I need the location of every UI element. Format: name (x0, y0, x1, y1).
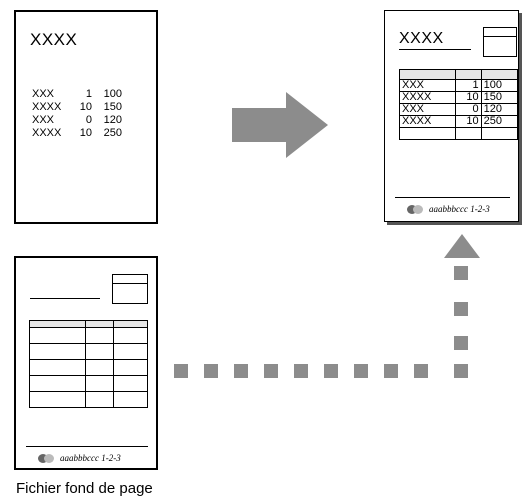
source-cell: 100 (103, 88, 122, 100)
source-page-rows: XXX 1 100 XXXX 10 150 XXX 0 120 XXXX 10 … (32, 88, 122, 140)
source-cell: XXXX (32, 101, 62, 113)
result-table: XXX 1 100 XXXX 10 150 XXX 0 120 XXXX 10 … (399, 69, 519, 140)
table-cell: 100 (480, 79, 519, 92)
footer-divider (26, 446, 148, 447)
template-table (29, 320, 148, 408)
source-row: XXXX 10 250 (32, 127, 122, 140)
source-cell: 250 (103, 127, 122, 139)
result-page-frame: XXXX XXX 1 100 XXXX 10 150 XXX 0 120 XXX… (384, 10, 519, 222)
table-cell: 0 (454, 103, 482, 116)
template-page: aaabbbccc 1-2-3 (14, 256, 158, 470)
template-footer: aaabbbccc 1-2-3 (38, 453, 121, 463)
result-footer: aaabbbccc 1-2-3 (407, 204, 490, 214)
table-row: XXXX 10 250 (399, 115, 519, 128)
source-row: XXXX 10 150 (32, 101, 122, 114)
source-cell: XXX (32, 114, 55, 126)
table-cell: 150 (480, 91, 519, 104)
logo-icon (38, 453, 54, 463)
result-page: XXXX XXX 1 100 XXXX 10 150 XXX 0 120 XXX… (384, 10, 525, 224)
source-page: XXXX XXX 1 100 XXXX 10 150 XXX 0 120 XXX… (14, 10, 158, 224)
source-cell: 1 (85, 88, 92, 100)
table-row: XXX 0 120 (399, 103, 519, 116)
up-arrow-icon (444, 234, 480, 258)
title-placeholder-line (30, 298, 100, 299)
source-page-title: XXXX (30, 30, 78, 49)
footer-text: aaabbbccc 1-2-3 (60, 453, 121, 463)
dotted-connector (174, 266, 468, 378)
right-arrow-icon (232, 92, 328, 158)
source-cell: 10 (79, 127, 92, 139)
table-cell: XXXX (399, 91, 456, 104)
table-cell: 10 (454, 91, 482, 104)
table-cell: 250 (480, 115, 519, 128)
table-cell: XXXX (399, 115, 456, 128)
caption: Fichier fond de page (16, 480, 153, 497)
footer-text: aaabbbccc 1-2-3 (429, 204, 490, 214)
table-cell: XXX (399, 79, 456, 92)
table-cell: 1 (454, 79, 482, 92)
table-row: XXXX 10 150 (399, 91, 519, 104)
logo-icon (407, 204, 423, 214)
source-cell: XXX (32, 88, 55, 100)
table-row: XXX 1 100 (399, 79, 519, 92)
source-cell: 150 (103, 101, 122, 113)
footer-divider (395, 197, 510, 198)
table-row (399, 127, 519, 140)
table-cell: 10 (454, 115, 482, 128)
table-cell: XXX (399, 103, 456, 116)
result-page-title: XXXX (399, 30, 444, 47)
source-row: XXX 0 120 (32, 114, 122, 127)
source-row: XXX 1 100 (32, 88, 122, 101)
header-box (112, 274, 148, 304)
title-underline (399, 49, 471, 50)
source-cell: XXXX (32, 127, 62, 139)
table-header-row (399, 69, 519, 80)
source-cell: 120 (103, 114, 122, 126)
header-box (483, 27, 517, 57)
source-cell: 10 (79, 101, 92, 113)
source-cell: 0 (85, 114, 92, 126)
table-cell: 120 (480, 103, 519, 116)
